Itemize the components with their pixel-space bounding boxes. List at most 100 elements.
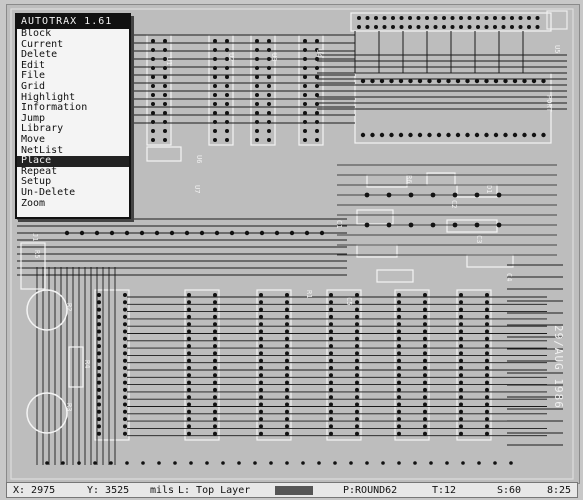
- ic-pin: [485, 424, 489, 429]
- ic-pin: [213, 75, 217, 79]
- menu-item-grid[interactable]: Grid: [21, 80, 46, 92]
- ic-pin: [97, 344, 101, 349]
- connector-pin: [518, 16, 523, 20]
- board-date-text: 29/AUG 1986: [552, 325, 565, 409]
- component-outline: [466, 254, 514, 268]
- menu-item-current[interactable]: Current: [21, 38, 64, 50]
- ic-pin: [97, 314, 101, 319]
- connector-pin: [433, 25, 438, 29]
- menu-item-edit[interactable]: Edit: [21, 59, 46, 71]
- ground-via: [77, 461, 81, 465]
- connector-pin: [476, 16, 480, 20]
- ic-pin: [355, 387, 359, 392]
- ic-pin: [397, 431, 401, 436]
- ic-pin: [397, 402, 401, 407]
- component-label: PORT: [545, 95, 553, 113]
- ic-pin: [423, 380, 427, 385]
- component-label: D1: [485, 185, 493, 193]
- ic-pin: [267, 84, 271, 88]
- menu-item-file[interactable]: File: [21, 70, 46, 82]
- menu-item-information[interactable]: Information: [21, 102, 88, 114]
- ground-via: [397, 461, 401, 465]
- ic-pin: [151, 84, 155, 88]
- menu-item-highlight[interactable]: Highlight: [21, 91, 76, 103]
- ic-pin: [259, 402, 263, 407]
- ic-pin: [423, 387, 427, 392]
- component-label: U6: [195, 155, 203, 163]
- connector-pin: [374, 25, 378, 29]
- menu-item-place[interactable]: Place: [17, 156, 129, 167]
- ic-pin: [397, 336, 401, 341]
- connector-pin: [476, 25, 480, 29]
- via-pad: [139, 230, 145, 236]
- ic-pin: [459, 351, 463, 356]
- ic-pin: [485, 351, 489, 356]
- menu-item-netlist[interactable]: NetList: [21, 144, 64, 156]
- via-pad: [79, 230, 85, 236]
- menu-item-jump[interactable]: Jump: [21, 112, 46, 124]
- ic-pin: [355, 402, 359, 407]
- ic-pin: [355, 314, 359, 319]
- ic-pin: [485, 344, 489, 349]
- ic-pin: [123, 322, 127, 327]
- ic-pin: [123, 395, 127, 400]
- ic-pin: [397, 380, 401, 385]
- ic-pin: [225, 39, 229, 43]
- ic-pin: [459, 417, 463, 422]
- component-label: R6: [405, 175, 413, 183]
- ic-pin: [213, 431, 217, 436]
- ic-pin: [423, 431, 427, 436]
- ic-pin: [259, 431, 263, 436]
- ic-pin: [163, 129, 167, 133]
- ic-pin: [355, 322, 359, 327]
- capacitor-outline: [26, 392, 68, 434]
- menu-item-block[interactable]: Block: [21, 28, 52, 39]
- ic-pin: [97, 409, 101, 414]
- connector-pin: [450, 25, 455, 29]
- ic-pin: [512, 132, 518, 138]
- ic-pin: [329, 329, 333, 334]
- ic-pin: [423, 307, 427, 312]
- ic-pin: [512, 78, 518, 84]
- ic-pin: [285, 329, 289, 334]
- regulator-outline: [20, 242, 46, 290]
- ic-pin: [259, 380, 263, 385]
- menu-item-delete[interactable]: Delete: [21, 49, 58, 61]
- ground-via: [317, 461, 321, 465]
- ic-pin: [123, 387, 127, 392]
- ic-pin: [163, 75, 167, 79]
- ic-pin: [485, 358, 489, 363]
- ic-pin: [213, 102, 217, 106]
- ic-pin: [187, 395, 191, 400]
- menu-item-library[interactable]: Library: [21, 123, 64, 135]
- menu-item-un-delete[interactable]: Un-Delete: [21, 186, 76, 198]
- ic-outline-lower: [256, 289, 292, 441]
- ic-pin: [397, 358, 401, 363]
- ic-pin: [329, 322, 333, 327]
- ic-pin: [485, 314, 489, 319]
- ic-pin: [485, 293, 489, 297]
- ic-pin: [213, 84, 217, 88]
- menu-item-setup[interactable]: Setup: [21, 176, 52, 188]
- ic-pin: [423, 293, 427, 297]
- ground-via: [301, 461, 305, 465]
- ic-pin: [259, 329, 263, 334]
- ic-pin: [329, 395, 333, 400]
- menu-item-zoom[interactable]: Zoom: [21, 197, 46, 209]
- ic-pin: [459, 329, 463, 334]
- menu-item-move[interactable]: Move: [21, 133, 46, 145]
- connector-pin: [399, 25, 404, 29]
- component-label: R3: [65, 403, 73, 411]
- layer-label: L: Top Layer: [178, 485, 251, 496]
- ic-pin: [417, 78, 423, 84]
- menu-item-repeat[interactable]: Repeat: [21, 165, 58, 177]
- ic-pin: [187, 431, 191, 436]
- ic-pin: [485, 366, 489, 370]
- ic-pin: [329, 358, 333, 363]
- ic-pin: [329, 300, 333, 305]
- ic-pin: [423, 322, 427, 327]
- connector-pin: [442, 16, 446, 20]
